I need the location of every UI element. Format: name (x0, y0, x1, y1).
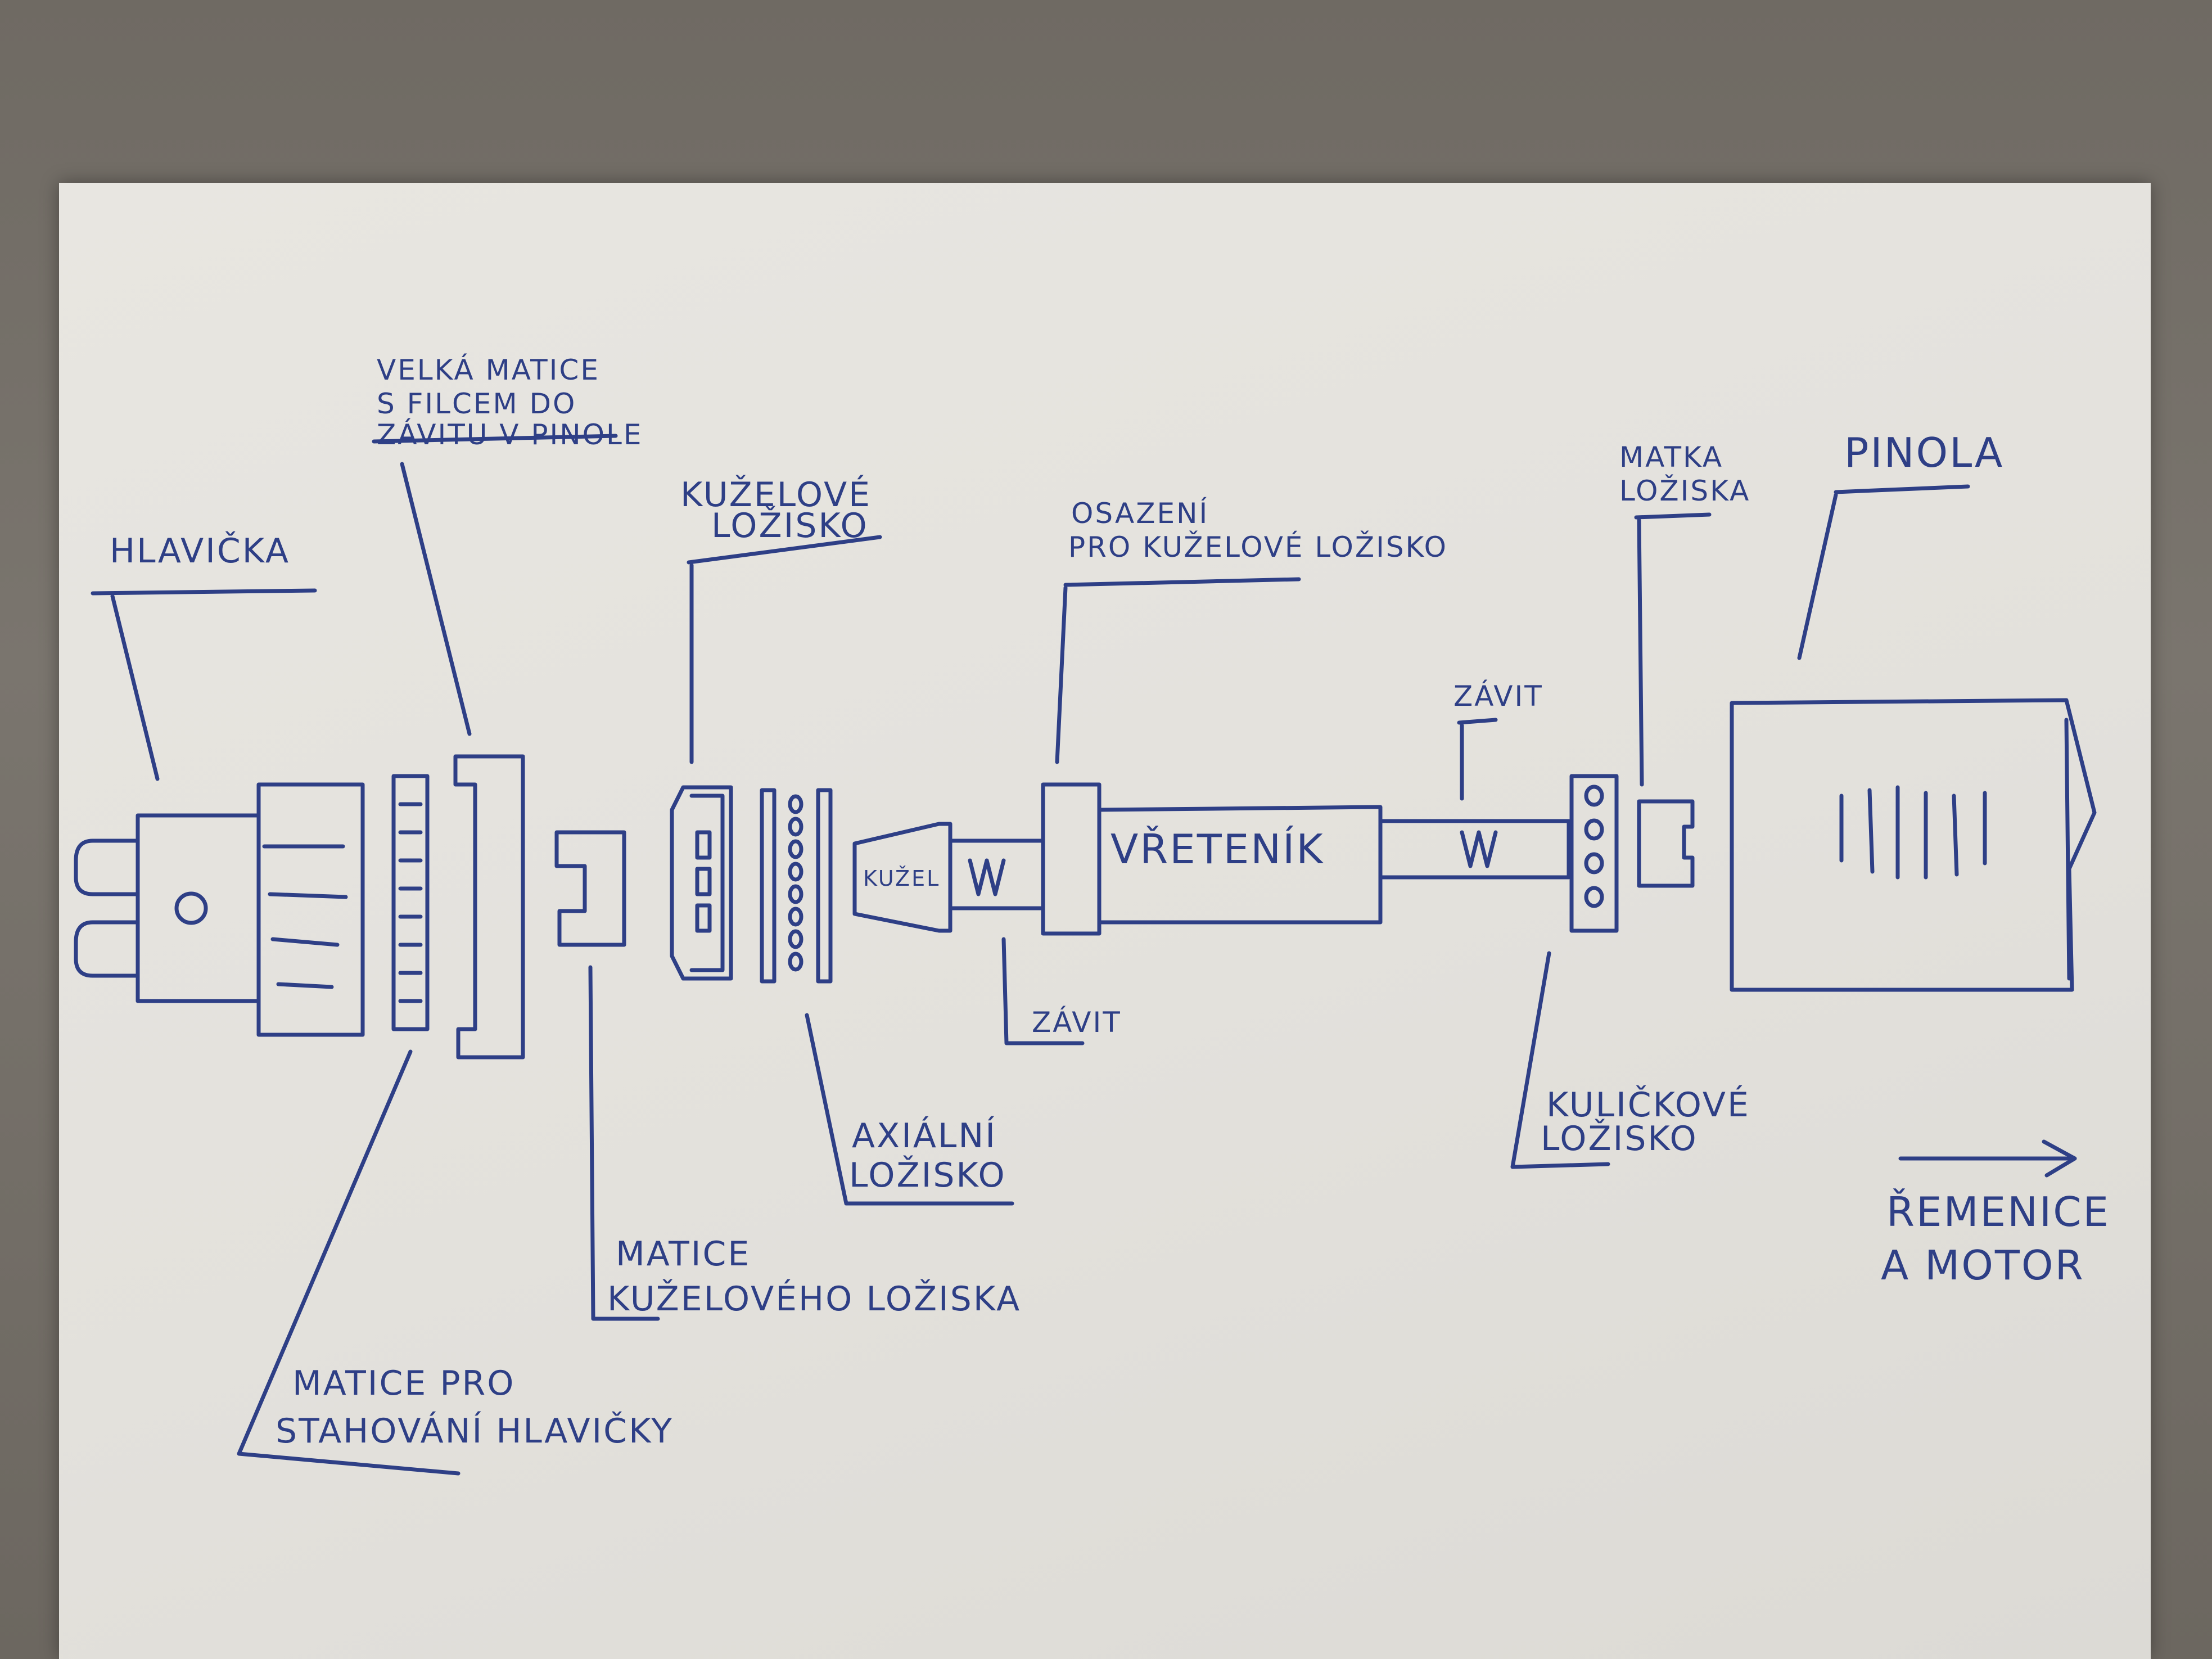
label-axialni-lozisko-1: AXIÁLNÍ (852, 1115, 997, 1156)
label-remenice-2: A MOTOR (1881, 1242, 2085, 1289)
pinola-part (1730, 698, 2097, 992)
kulickove-lozisko-part (1569, 774, 1619, 933)
matice-kuzeloveho-loziska-part (554, 830, 626, 947)
label-hlavicka: HLAVIČKA (110, 531, 290, 571)
label-velka-matice-1: VELKÁ MATICE (377, 353, 600, 386)
label-matice-pro-stahovani-2: STAHOVÁNÍ HLAVIČKY (276, 1410, 674, 1451)
label-osazeni-2: PRO KUŽELOVÉ LOŽISKO (1068, 530, 1448, 563)
label-axialni-lozisko-2: LOŽISKO (849, 1155, 1006, 1195)
kuzelove-lozisko-part (670, 785, 733, 981)
label-matice-kuzeloveho-2: KUŽELOVÉHO LOŽISKA (607, 1278, 1021, 1319)
label-matka-loziska-2: LOŽISKA (1619, 474, 1750, 507)
vreteno-part (852, 782, 1571, 936)
label-kulickove-lozisko-1: KULIČKOVÉ (1546, 1084, 1750, 1125)
label-matice-pro-stahovani-1: MATICE PRO (292, 1364, 515, 1403)
leader-lines (91, 434, 2077, 1476)
label-velka-matice-2: S FILCEM DO (377, 387, 576, 420)
label-kuzelove-lozisko-1: KUŽELOVÉ (680, 474, 872, 515)
label-matka-loziska-1: MATKA (1619, 441, 1723, 474)
label-zavit-top: ZÁVIT (1453, 679, 1543, 713)
matice-pro-stahovani-part (391, 774, 430, 1031)
axialni-lozisko-part (760, 788, 833, 984)
label-remenice-1: ŘEMENICE (1886, 1188, 2110, 1236)
label-matice-kuzeloveho-1: MATICE (616, 1234, 751, 1274)
label-pinola: PINOLA (1844, 429, 2004, 476)
velka-matice-part (453, 754, 525, 1060)
label-kuzelove-lozisko-2: LOŽISKO (711, 505, 869, 546)
matka-loziska-part (1637, 799, 1695, 888)
label-velka-matice-3: ZÁVITU V PINOLE (377, 418, 643, 451)
hlavicka-part (74, 782, 365, 1037)
label-kulickove-lozisko-2: LOŽISKO (1541, 1118, 1698, 1158)
label-osazeni-1: OSAZENÍ (1071, 497, 1209, 530)
label-vretenik: VŘETENÍK (1110, 826, 1325, 873)
label-zavit-bottom: ZÁVIT (1032, 1006, 1122, 1039)
label-kuzel: KUŽEL (863, 866, 940, 891)
